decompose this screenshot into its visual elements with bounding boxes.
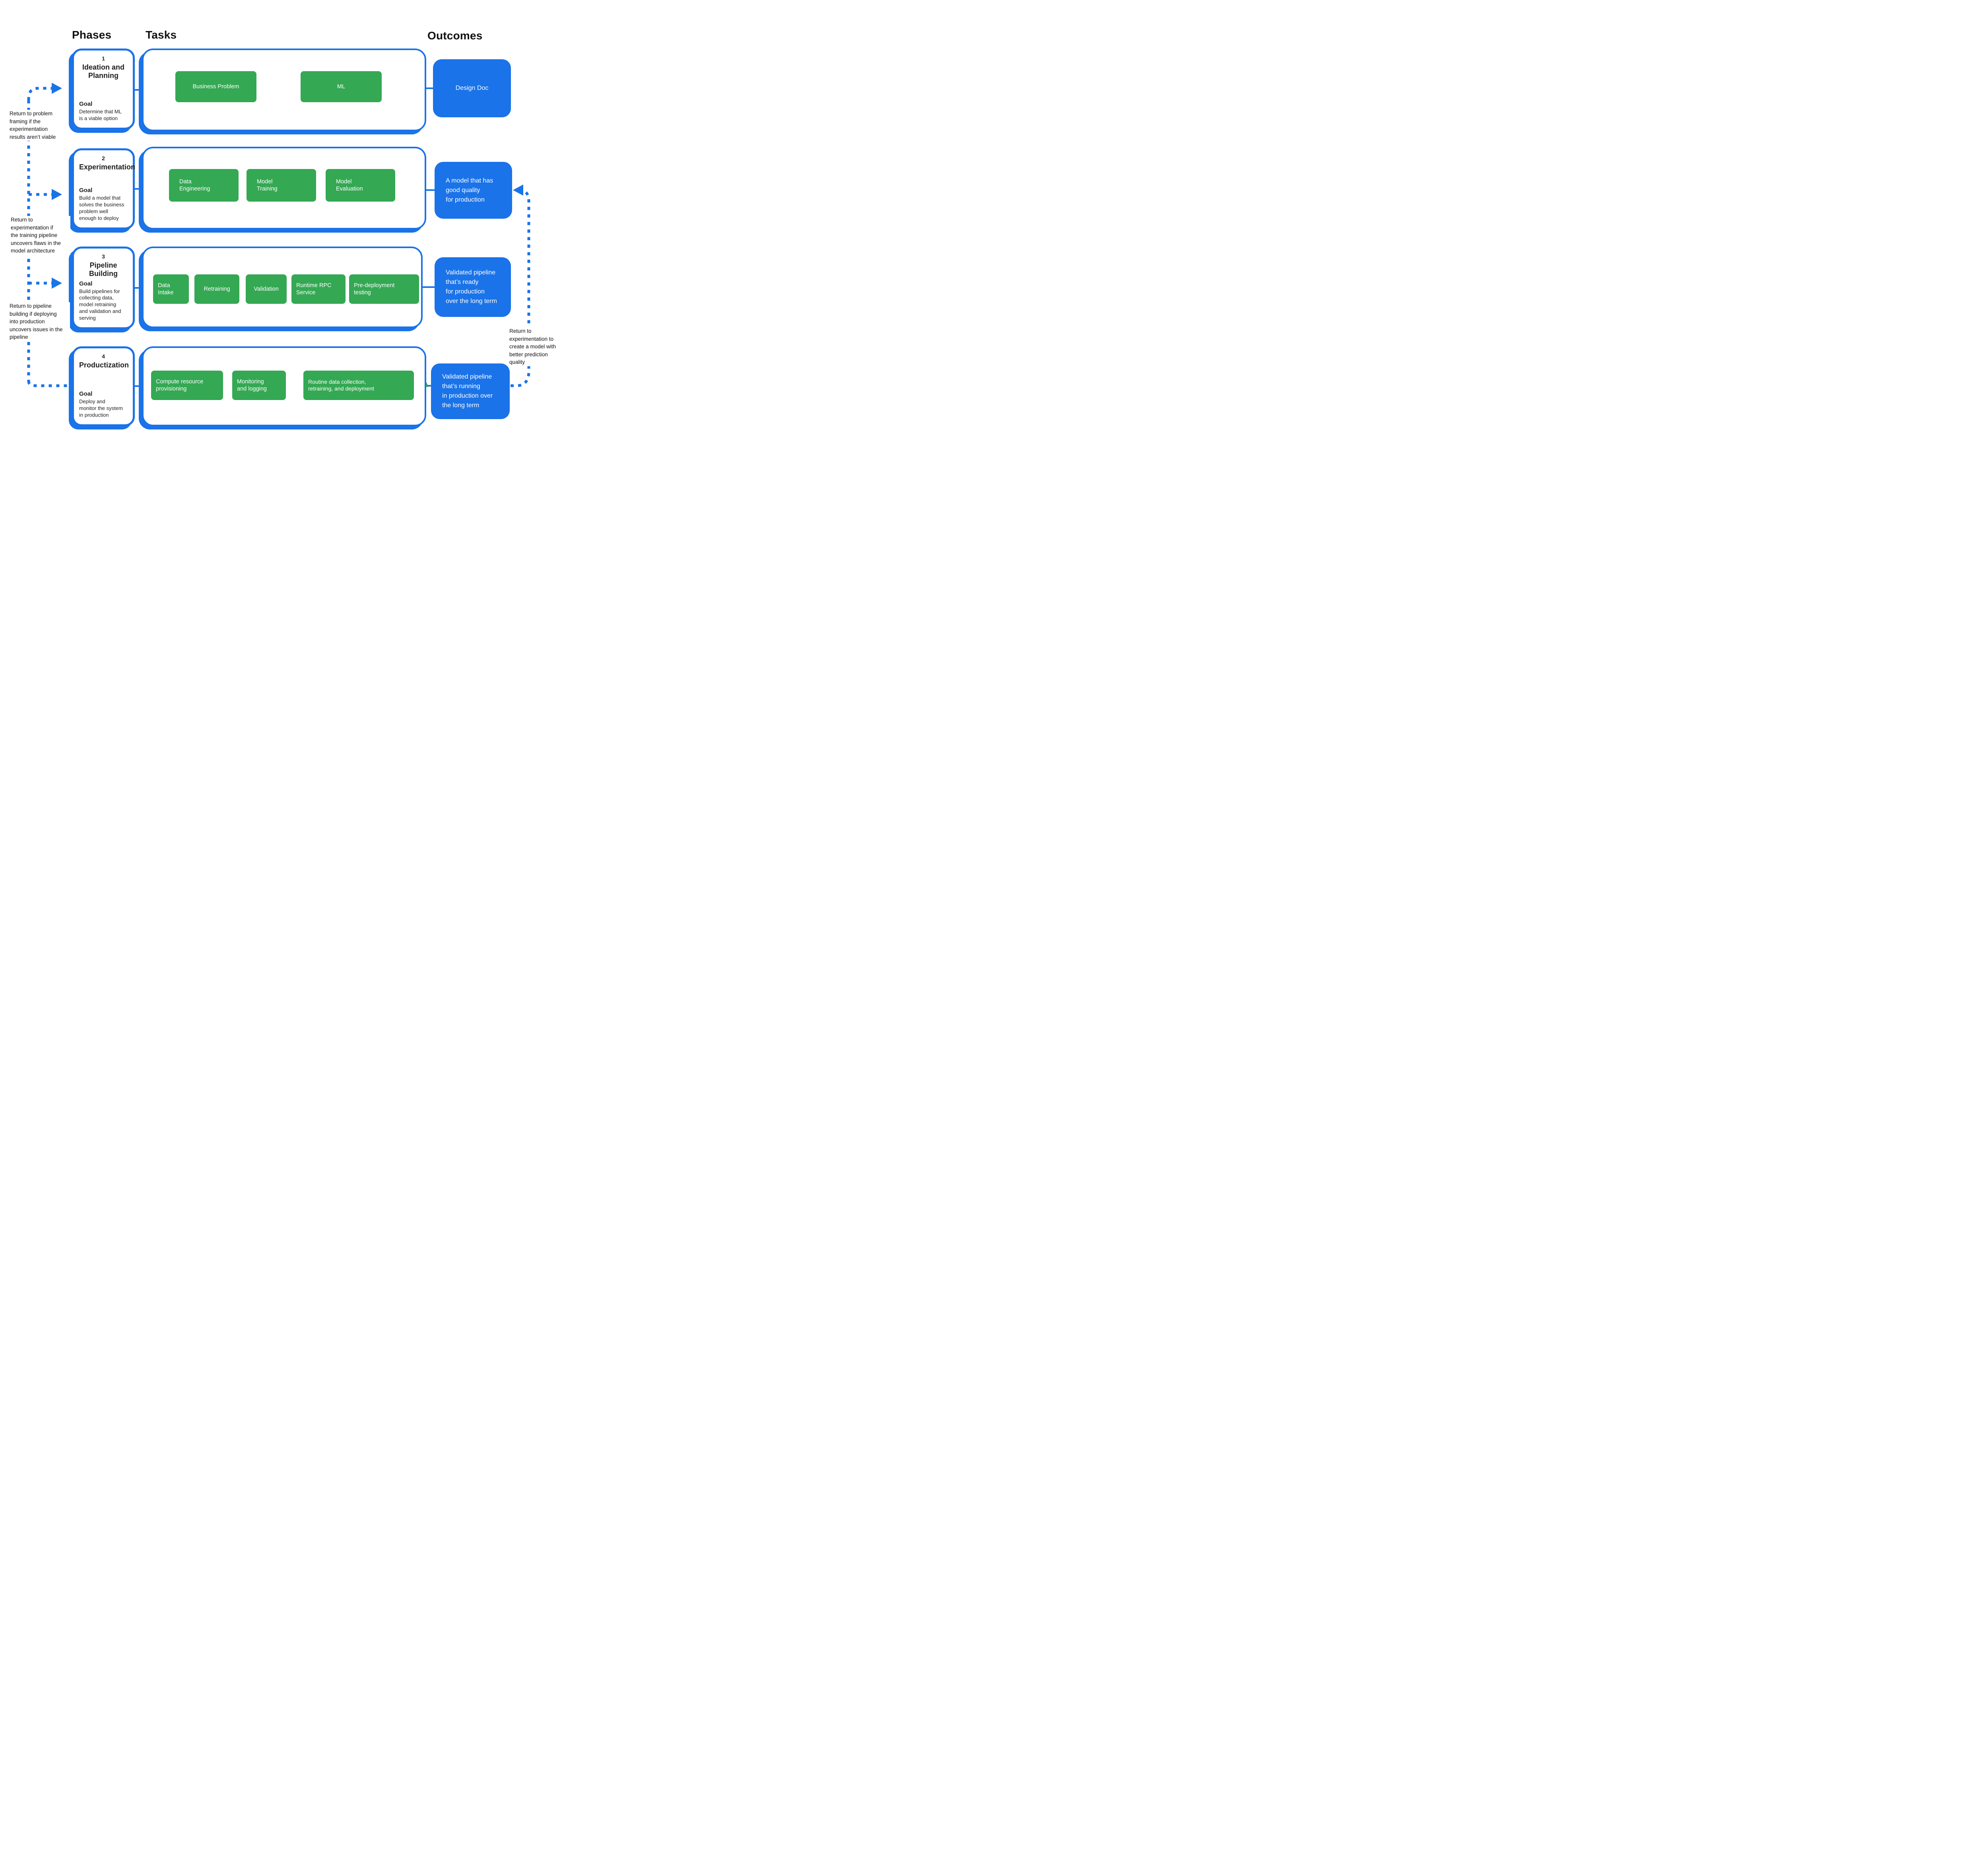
outcome-quality-model: A model that has good quality for produc… bbox=[435, 162, 512, 219]
return-arrowhead-phase2-icon bbox=[52, 189, 62, 200]
phase-number: 4 bbox=[102, 353, 105, 359]
note-return-to-experimentation: Return to experimentation if the trainin… bbox=[11, 216, 70, 255]
return-arrowhead-outcome2-icon bbox=[513, 185, 523, 196]
task-data-engineering: Data Engineering bbox=[169, 169, 239, 202]
goal-text: Determine that ML is a viable option bbox=[79, 109, 122, 122]
task-compute-resource-provisioning: Compute resource provisioning bbox=[151, 371, 223, 400]
goal-label: Goal bbox=[79, 187, 93, 194]
tasks-column-header: Tasks bbox=[146, 29, 177, 41]
goal-label: Goal bbox=[79, 390, 93, 398]
task-runtime-rpc-service: Runtime RPC Service bbox=[291, 274, 346, 304]
task-data-intake: Data Intake bbox=[153, 274, 189, 304]
phase-card-productization: 4 Productization Goal Deploy and monitor… bbox=[72, 346, 135, 426]
note-return-to-experimentation-quality: Return to experimentation to create a mo… bbox=[509, 327, 563, 366]
goal-label: Goal bbox=[79, 101, 93, 108]
phase-title: Ideation and Planning bbox=[82, 63, 124, 80]
task-model-training: Model Training bbox=[247, 169, 316, 202]
return-arrowhead-phase1-icon bbox=[52, 83, 62, 94]
goal-text: Build pipelines for collecting data, mod… bbox=[79, 288, 121, 321]
phases-column-header: Phases bbox=[72, 29, 112, 41]
blue-connectors bbox=[135, 87, 435, 387]
mlops-phases-diagram: Phases Tasks Outcomes 1 Ideation and Pla… bbox=[0, 0, 564, 465]
phase-number: 1 bbox=[102, 55, 105, 62]
task-pre-deployment-testing: Pre-deployment testing bbox=[349, 274, 419, 304]
return-arrowhead-phase3-icon bbox=[52, 278, 62, 289]
note-return-to-pipeline-building: Return to pipeline building if deploying… bbox=[10, 302, 70, 341]
task-validation: Validation bbox=[246, 274, 287, 304]
phase-number: 3 bbox=[102, 253, 105, 260]
task-ml: ML bbox=[301, 71, 382, 102]
task-business-problem: Business Problem bbox=[175, 71, 256, 102]
goal-text: Deploy and monitor the system in product… bbox=[79, 398, 123, 418]
outcome-validated-pipeline-running: Validated pipeline that’s running in pro… bbox=[431, 363, 510, 419]
goal-label: Goal bbox=[79, 280, 93, 287]
green-connectors bbox=[189, 86, 349, 386]
task-routine-data-collection: Routine data collection, retraining, and… bbox=[303, 371, 414, 400]
goal-text: Build a model that solves the business p… bbox=[79, 195, 124, 221]
task-model-evaluation: Model Evaluation bbox=[326, 169, 395, 202]
phase-card-ideation-planning: 1 Ideation and Planning Goal Determine t… bbox=[72, 49, 135, 130]
dashed-return-path-left bbox=[27, 87, 71, 387]
phase-title: Experimentation bbox=[79, 163, 136, 171]
phase-card-pipeline-building: 3 Pipeline Building Goal Build pipelines… bbox=[72, 247, 135, 329]
outcomes-column-header: Outcomes bbox=[427, 29, 483, 42]
phase-title: Pipeline Building bbox=[89, 261, 118, 278]
phase-card-experimentation: 2 Experimentation Goal Build a model tha… bbox=[72, 148, 135, 229]
note-return-to-problem-framing: Return to problem framing if the experim… bbox=[10, 110, 64, 141]
phase-number: 2 bbox=[102, 155, 105, 161]
outcome-design-doc: Design Doc bbox=[433, 59, 511, 117]
phase-title: Productization bbox=[79, 361, 129, 369]
task-monitoring-and-logging: Monitoring and logging bbox=[232, 371, 286, 400]
task-retraining: Retraining bbox=[194, 274, 239, 304]
outcome-validated-pipeline-ready: Validated pipeline that’s ready for prod… bbox=[435, 257, 511, 317]
